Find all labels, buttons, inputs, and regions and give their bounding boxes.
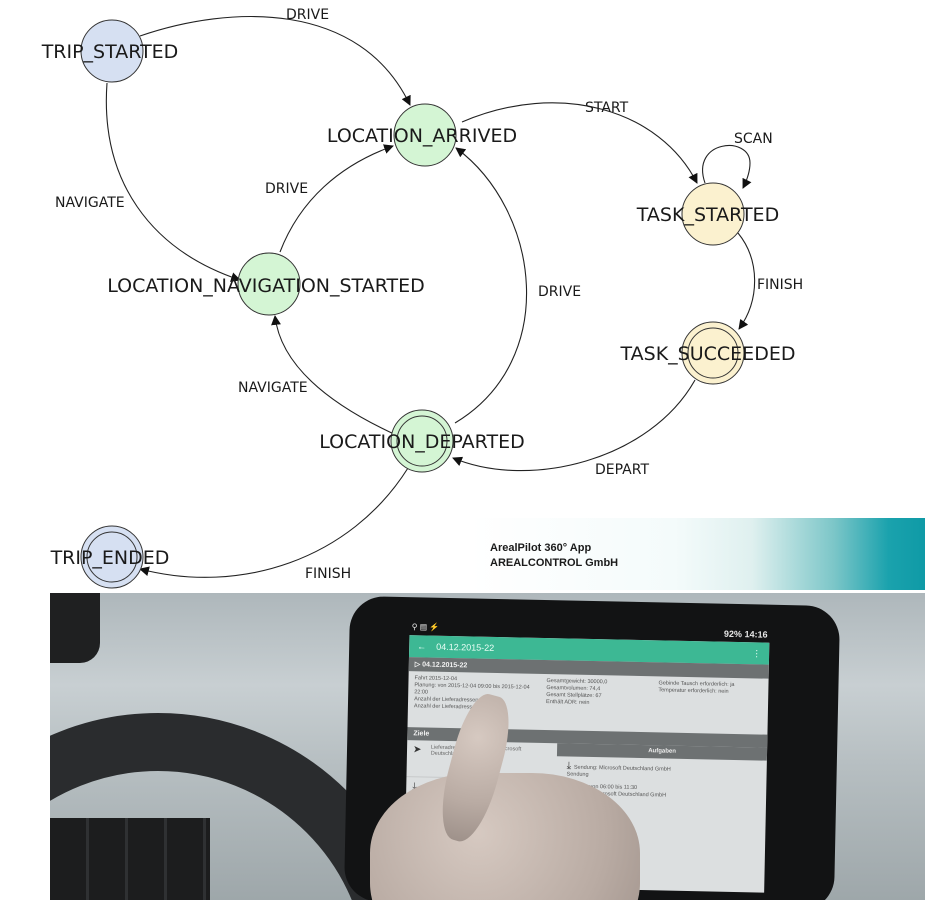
- node-trip-ended: TRIP_ENDED: [50, 525, 170, 589]
- node-location-navigation-started: LOCATION_NAVIGATION_STARTED: [107, 252, 425, 316]
- info-line: Enthält ADR: nein: [546, 699, 590, 706]
- edge-label-navigate-2: NAVIGATE: [238, 380, 308, 396]
- edge-label-scan: SCAN: [734, 131, 773, 147]
- svg-text:LOCATION_ARRIVED: LOCATION_ARRIVED: [327, 125, 517, 147]
- navigation-icon: ➤: [412, 744, 422, 756]
- state-machine-diagram: DRIVE NAVIGATE DRIVE START SCAN FINISH D…: [41, 7, 803, 589]
- trip-header-label: 04.12.2015-22: [422, 661, 468, 670]
- edge-location-departed-to-trip-ended: [139, 467, 409, 578]
- status-time: 92% 14:16: [723, 628, 768, 640]
- edge-trip-started-to-location-arrived: [139, 15, 411, 106]
- edge-location-departed-to-location-arrived: [454, 147, 527, 424]
- node-trip-started: TRIP_STARTED: [41, 19, 179, 83]
- mirror-shadow: [50, 593, 100, 663]
- toolbar-title: 04.12.2015-22: [436, 641, 495, 653]
- node-task-succeeded: TASK_SUCCEEDED: [620, 321, 796, 385]
- node-location-arrived: LOCATION_ARRIVED: [327, 103, 517, 167]
- svg-text:TASK_SUCCEEDED: TASK_SUCCEEDED: [620, 343, 796, 365]
- edge-task-succeeded-to-location-departed: [452, 379, 696, 472]
- edge-labels: DRIVE NAVIGATE DRIVE START SCAN FINISH D…: [55, 7, 803, 582]
- edge-navigation-to-location-arrived: [279, 144, 394, 253]
- svg-text:TASK_STARTED: TASK_STARTED: [636, 204, 779, 226]
- edge-label-finish-2: FINISH: [305, 566, 351, 582]
- edge-trip-started-to-navigation: [105, 82, 241, 282]
- info-line: Temperatur erforderlich: nein: [658, 687, 729, 695]
- edge-label-navigate-1: NAVIGATE: [55, 195, 125, 211]
- edge-label-drive-3: DRIVE: [538, 284, 581, 300]
- svg-text:LOCATION_NAVIGATION_STARTED: LOCATION_NAVIGATION_STARTED: [107, 275, 425, 297]
- edge-location-arrived-to-task-started: [461, 102, 698, 184]
- edge-label-depart: DEPART: [595, 462, 649, 478]
- edge-label-finish-1: FINISH: [757, 277, 803, 293]
- edge-task-started-self-loop: [702, 145, 752, 189]
- edge-label-start: START: [585, 100, 629, 116]
- app-banner: ArealPilot 360° App AREALCONTROL GmbH: [470, 518, 925, 590]
- pointing-hand: [370, 773, 640, 900]
- more-vert-icon[interactable]: ⋮: [752, 647, 762, 659]
- banner-company-name: AREALCONTROL GmbH: [490, 557, 619, 569]
- edge-location-departed-to-navigation: [271, 315, 397, 436]
- dashboard-vents: [50, 818, 210, 900]
- node-location-departed: LOCATION_DEPARTED: [319, 409, 525, 473]
- edge-label-drive-2: DRIVE: [265, 181, 308, 197]
- svg-text:TRIP_STARTED: TRIP_STARTED: [41, 41, 179, 63]
- svg-text:TRIP_ENDED: TRIP_ENDED: [50, 547, 170, 569]
- status-icons: ⚲ ▤ ⚡: [411, 622, 440, 632]
- edge-label-drive-1: DRIVE: [286, 7, 329, 23]
- node-task-started: TASK_STARTED: [636, 182, 779, 246]
- edges: [105, 15, 756, 578]
- tablet-in-vehicle-photo: ← 04.12.2015-22 ⋮ ▷ 04.12.2015-22 Fahrt …: [50, 593, 925, 900]
- banner-app-name: ArealPilot 360° App: [490, 542, 592, 554]
- back-arrow-icon[interactable]: ←: [417, 641, 427, 652]
- edge-task-started-to-task-succeeded: [737, 232, 756, 330]
- svg-text:LOCATION_DEPARTED: LOCATION_DEPARTED: [319, 431, 524, 453]
